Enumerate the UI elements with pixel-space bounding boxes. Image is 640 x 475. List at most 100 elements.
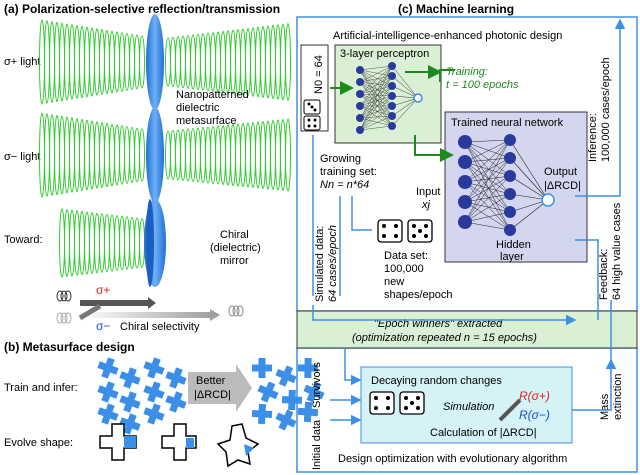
metasurface-element [97, 403, 119, 425]
beam-coil [124, 216, 130, 270]
beam-coil [124, 126, 130, 184]
beam-coil [215, 125, 221, 185]
beam-coil [215, 31, 221, 93]
beam-coil [275, 119, 281, 191]
beam-coil [64, 23, 70, 101]
epoch-winners-band [296, 310, 638, 349]
beam-coil [134, 34, 140, 90]
feedback-line2: 64 high value cases [611, 202, 623, 300]
beam-coil [280, 119, 286, 191]
beam-coil [104, 213, 110, 273]
metasurface-element [165, 367, 187, 389]
beam-coil [119, 32, 125, 92]
metasurface-element [119, 391, 141, 413]
beam-coil [285, 23, 291, 101]
beam-coil [255, 121, 261, 189]
growing-label-line2: training set: [320, 166, 377, 178]
beam-coil [210, 126, 216, 184]
beam-coil [165, 37, 171, 87]
dice-icon-input [377, 219, 433, 243]
neuron [356, 78, 364, 86]
beam-coil [104, 122, 110, 188]
neuron [356, 102, 364, 110]
better-label: Better [196, 375, 226, 387]
beam-coil [200, 127, 206, 183]
neuron [356, 66, 364, 74]
beam-coil [180, 35, 186, 89]
beam-coil [260, 26, 266, 98]
metasurface-element [143, 381, 165, 403]
sigma-minus-light-label: σ− light [4, 151, 40, 163]
metasurface-element [297, 401, 319, 423]
trained-network [458, 134, 555, 236]
simulation-label: Simulation [443, 401, 494, 413]
sigma-plus-symbol: σ+ [96, 283, 110, 297]
beam-coil [94, 28, 100, 96]
delta-rcd-label: |ΔRCD| [194, 389, 231, 401]
neuron [504, 188, 516, 200]
beam-coil [195, 127, 201, 183]
beam-coil [114, 31, 120, 93]
beam-coil [74, 210, 80, 276]
beam-coil [260, 121, 266, 189]
neuron [356, 90, 364, 98]
metasurface-element [119, 367, 141, 389]
beam-coil [69, 117, 75, 193]
beam-coil [84, 211, 90, 275]
beam-coil [275, 24, 281, 100]
metasurface-element [275, 409, 297, 431]
better-arrow [188, 364, 252, 412]
beam-coil [44, 113, 50, 197]
panel-a: (a) Polarization-selective reflection/tr… [4, 2, 291, 333]
metasurface-label-line3: metasurface [176, 115, 237, 127]
beam-coil [94, 121, 100, 189]
beam-coil [210, 32, 216, 92]
output-value-label: |ΔRCD| [544, 180, 581, 192]
beam-coil [129, 126, 135, 184]
growing-label-line1: Growing [320, 153, 361, 165]
beam-coil [134, 217, 140, 269]
neuron [388, 82, 396, 90]
beam-coil [225, 30, 231, 94]
feedback-line1: Feedback: [598, 249, 610, 300]
beam-coil [54, 21, 60, 103]
metasurface-element [281, 389, 303, 411]
perceptron-label: 3-layer perceptron [340, 48, 429, 60]
chiral-selectivity-diagram [56, 290, 244, 324]
metasurface-element [297, 357, 319, 379]
beam-coil [190, 128, 196, 182]
beam-coil [245, 27, 251, 97]
panel-c: (c) Machine learning Artificial-intellig… [296, 2, 638, 473]
beam-coil [79, 210, 85, 276]
metasurface-element [97, 381, 119, 403]
metasurface-array-right [251, 357, 325, 431]
neuron [388, 122, 396, 130]
beam-coil [180, 129, 186, 181]
metasurface-element [303, 381, 325, 403]
mass-extinction-line1: Mass [599, 393, 611, 420]
chiral-selectivity-label: Chiral selectivity [120, 321, 200, 333]
evolve-shape-3 [216, 423, 260, 468]
dataset-line2: 100,000 [384, 263, 424, 275]
neuron [458, 175, 472, 189]
neuron [504, 206, 516, 218]
beam-coil [250, 27, 256, 97]
output-label: Output [544, 166, 577, 178]
metasurface-element [143, 403, 165, 425]
beam-coil [109, 123, 115, 187]
beam-coil [205, 32, 211, 92]
evolve-shape-label: Evolve shape: [4, 437, 73, 449]
flow-lines [312, 18, 626, 426]
r-sigma-minus-label: R(σ−) [519, 408, 550, 422]
metasurface-array-left [97, 357, 187, 435]
metasurface-disc-1 [146, 14, 164, 110]
layer-label: layer [500, 251, 524, 263]
beam-coil [44, 20, 50, 104]
initial-data-label: Initial data [311, 419, 323, 470]
neuron [388, 112, 396, 120]
beam-coil [64, 209, 70, 277]
panel-b: (b) Metasurface design Train and infer: … [4, 340, 325, 468]
calculation-label: Calculation of |ΔRCD| [430, 427, 537, 439]
